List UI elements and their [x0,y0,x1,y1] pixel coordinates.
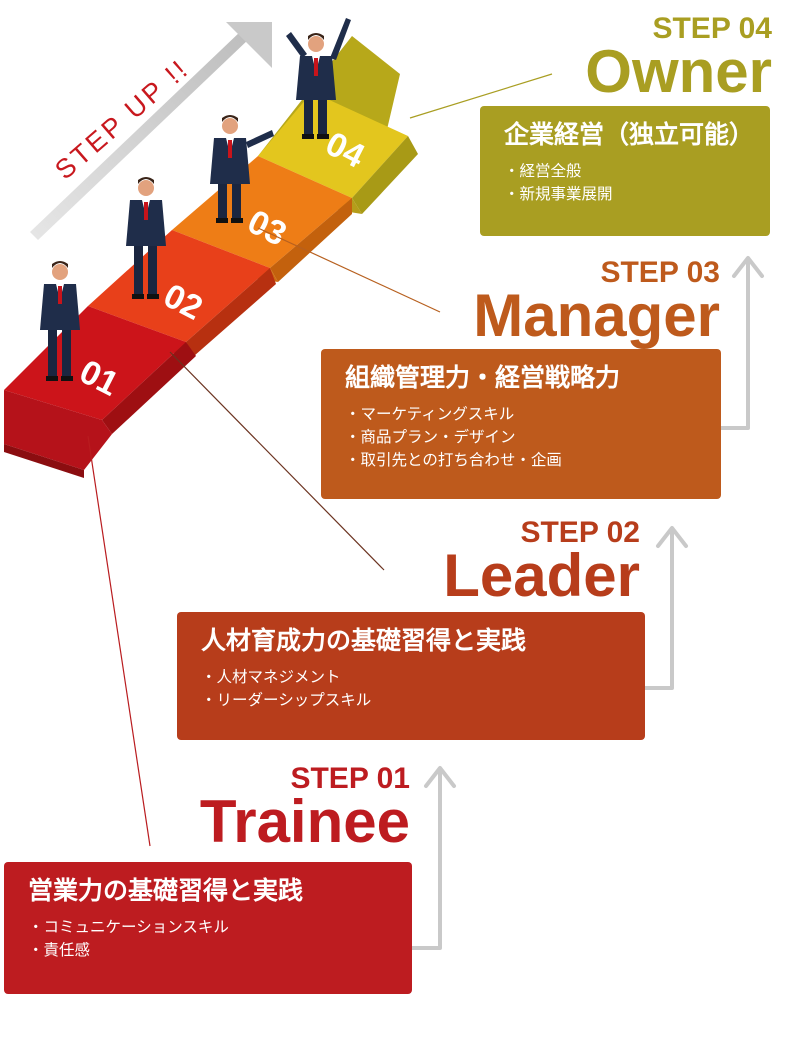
step-04-label: STEP 04 [652,12,772,45]
stair-01-top [4,306,186,420]
step-02-title: Leader [443,542,640,609]
step-03-card-items: マーケティングスキル 商品プラン・デザイン 取引先との打ち合わせ・企画 [345,403,703,472]
list-item: 商品プラン・デザイン [345,426,703,449]
step-01-card-heading: 営業力の基礎習得と実践 [28,876,304,905]
stair-03-top [172,156,352,268]
businessman-figure-3 [210,115,274,223]
step-up-banner: STEP UP !! [49,53,195,185]
businessman-figure-2 [126,177,166,299]
list-item: 人材マネジメント [201,666,627,689]
step-03-title: Manager [473,282,720,349]
step-03-card-heading: 組織管理力・経営戦略力 [345,363,621,392]
list-item: マーケティングスキル [345,403,703,426]
step-04-title: Owner [585,38,772,105]
list-item: 新規事業展開 [504,183,752,206]
step-04-card-items: 経営全般 新規事業展開 [504,160,752,206]
step-04-card-heading: 企業経営（独立可能） [504,120,755,149]
list-item: 責任感 [28,939,394,962]
list-item: 経営全般 [504,160,752,183]
step-02-card: 人材育成力の基礎習得と実践 人材マネジメント リーダーシップスキル [177,612,645,740]
step-03-card: 組織管理力・経営戦略力 マーケティングスキル 商品プラン・デザイン 取引先との打… [321,349,721,499]
businessman-figure-4 [286,18,351,139]
list-item: リーダーシップスキル [201,689,627,712]
step-02-card-items: 人材マネジメント リーダーシップスキル [201,666,627,712]
step-01-card: 営業力の基礎習得と実践 コミュニケーションスキル 責任感 [4,862,412,994]
list-item: コミュニケーションスキル [28,916,394,939]
list-item: 取引先との打ち合わせ・企画 [345,449,703,472]
stair-02-top [88,230,270,342]
step-up-arrow [30,22,272,240]
businessman-figure-1 [40,261,80,381]
step-01-title: Trainee [199,788,410,855]
step-03-label: STEP 03 [600,256,720,289]
stair-04-top [258,92,408,198]
step-02-label: STEP 02 [520,516,640,549]
staircase: 01 02 03 04 [4,36,418,478]
step-01-label: STEP 01 [290,762,410,795]
step-04-card: 企業経営（独立可能） 経営全般 新規事業展開 [480,106,770,236]
connector-lines [87,73,553,847]
step-01-card-items: コミュニケーションスキル 責任感 [28,916,394,962]
step-02-card-heading: 人材育成力の基礎習得と実践 [201,626,527,655]
